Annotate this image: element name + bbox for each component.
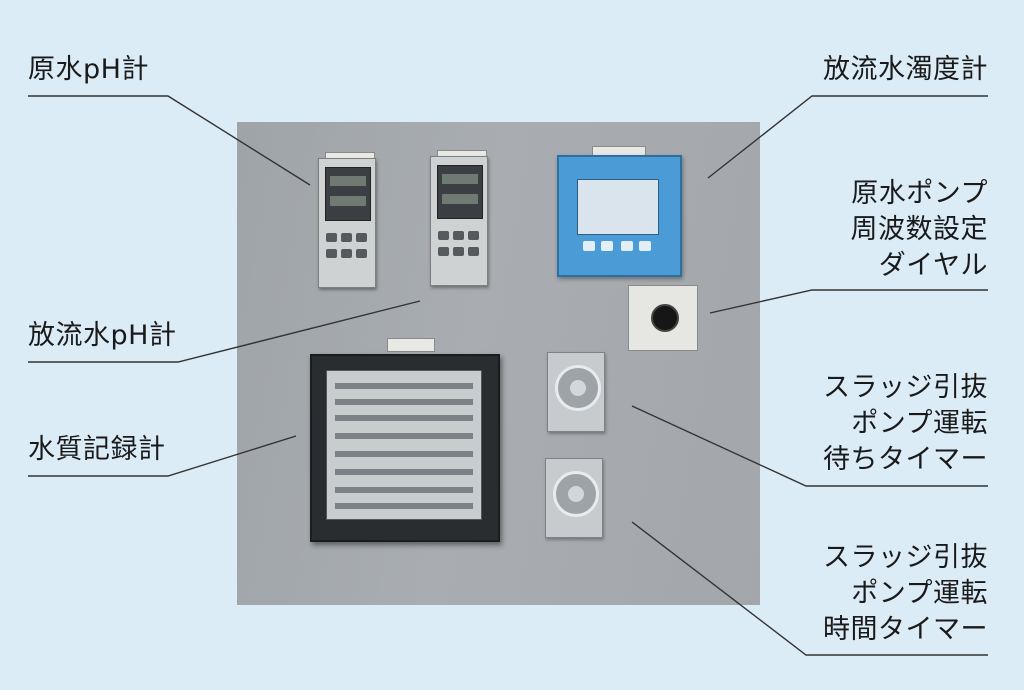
- leader-line-effluent-ph: [28, 300, 421, 363]
- label-raw-ph-meter: 原水pH計: [28, 54, 149, 85]
- water-quality-recorder-unit: [310, 354, 500, 542]
- leader-line-run-timer: [631, 521, 988, 656]
- raw-ph-meter-unit: [318, 158, 376, 288]
- leader-line-wait-timer: [631, 405, 988, 487]
- leader-line-pump-dial: [709, 289, 988, 314]
- leader-line-turbidity: [707, 95, 988, 179]
- label-pump-frequency-dial: 原水ポンプ 周波数設定 ダイヤル: [850, 178, 988, 281]
- effluent-ph-meter-unit: [430, 156, 488, 286]
- nameplate: [387, 338, 435, 352]
- sludge-run-timer-unit: [545, 458, 603, 538]
- label-sludge-run-timer: スラッジ引抜 ポンプ運転 時間タイマー: [823, 542, 988, 645]
- leader-line-raw-ph: [28, 95, 311, 186]
- label-water-quality-recorder: 水質記録計: [28, 434, 166, 465]
- label-effluent-turbidity-meter: 放流水濁度計: [823, 54, 988, 85]
- leader-line-recorder: [28, 435, 297, 477]
- sludge-wait-timer-unit: [547, 352, 605, 432]
- turbidity-meter-unit: [557, 155, 682, 277]
- label-effluent-ph-meter: 放流水pH計: [28, 320, 177, 351]
- label-sludge-wait-timer: スラッジ引抜 ポンプ運転 待ちタイマー: [823, 372, 988, 475]
- pump-frequency-dial-unit: [628, 285, 698, 351]
